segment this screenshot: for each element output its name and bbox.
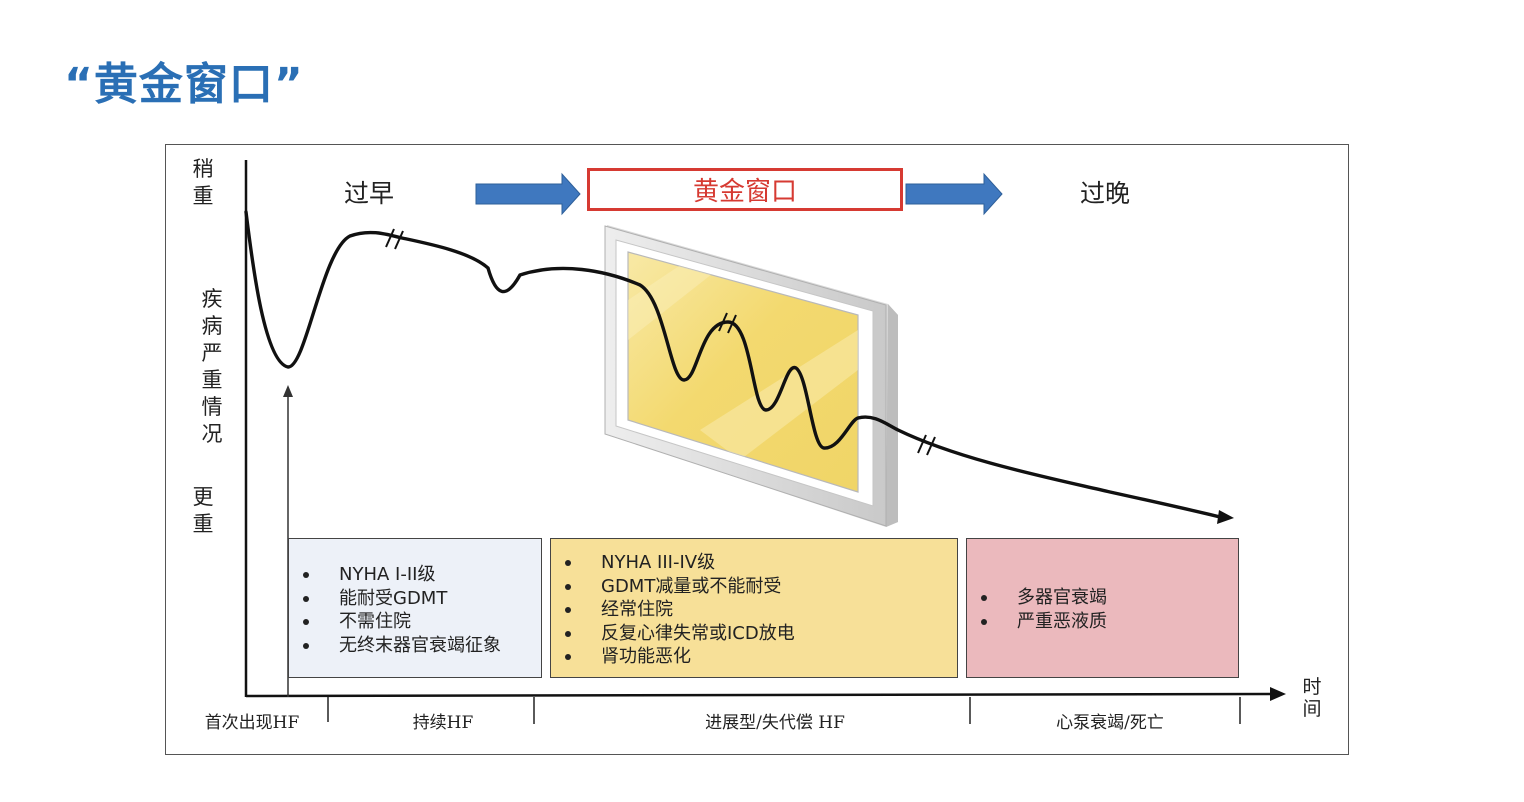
list-item: 经常住院 xyxy=(565,598,957,622)
list-item: 反复心律失常或ICD放电 xyxy=(565,622,957,646)
stage-early-label: 过早 xyxy=(344,179,395,208)
disease-course-curve-tail xyxy=(856,415,1222,519)
window-glass xyxy=(627,251,859,493)
phase-separators xyxy=(327,697,1241,724)
criteria-list: NYHA III-IV级 GDMT减量或不能耐受 经常住院 反复心律失常或ICD… xyxy=(565,551,957,669)
phase-label-first-hf: 首次出现HF xyxy=(204,713,300,733)
stage-arrow-icon xyxy=(475,172,581,216)
list-item: NYHA III-IV级 xyxy=(565,551,957,575)
disease-course-curve xyxy=(244,210,860,450)
list-item: 能耐受GDMT xyxy=(303,587,541,611)
list-item: NYHA I-II级 xyxy=(303,563,541,587)
x-axis-label: 时间 xyxy=(1302,676,1322,720)
golden-window-text: 黄金窗口 xyxy=(692,177,797,207)
first-hf-marker-arrow-icon xyxy=(283,385,293,397)
golden-window-criteria-box: NYHA III-IV级 GDMT减量或不能耐受 经常住院 反复心律失常或ICD… xyxy=(550,538,958,678)
list-item: 无终末器官衰竭征象 xyxy=(303,634,541,658)
list-item: 肾功能恶化 xyxy=(565,645,957,669)
phase-label-persistent-hf: 持续HF xyxy=(412,713,474,733)
criteria-list: 多器官衰竭 严重恶液质 xyxy=(981,586,1238,633)
phase-label-progressive-hf: 进展型/失代偿 HF xyxy=(705,713,845,733)
list-item: 多器官衰竭 xyxy=(981,586,1238,610)
list-item: 严重恶液质 xyxy=(981,610,1238,634)
stage-late-criteria-box: 多器官衰竭 严重恶液质 xyxy=(966,538,1239,678)
phase-label-pump-failure: 心泵衰竭/死亡 xyxy=(1056,713,1164,733)
stage-early-criteria-box: NYHA I-II级 能耐受GDMT 不需住院 无终末器官衰竭征象 xyxy=(288,538,542,678)
y-axis-top-label: 稍重 xyxy=(192,157,214,208)
golden-window-label: 黄金窗口 xyxy=(587,168,903,211)
stage-arrow-icon xyxy=(905,172,1003,216)
x-axis-arrow-icon xyxy=(1270,687,1286,701)
y-axis-bottom-label: 更重 xyxy=(192,485,214,536)
x-axis-line xyxy=(245,692,1273,698)
break-mark-icon xyxy=(385,228,936,456)
y-axis-middle-label: 疾病严重情况 xyxy=(201,287,223,446)
criteria-list: NYHA I-II级 能耐受GDMT 不需住院 无终末器官衰竭征象 xyxy=(303,563,541,657)
page-title: “黄金窗口” xyxy=(64,59,304,110)
list-item: 不需住院 xyxy=(303,610,541,634)
curve-arrow-icon xyxy=(1217,510,1234,524)
list-item: GDMT减量或不能耐受 xyxy=(565,575,957,599)
stage-late-label: 过晚 xyxy=(1080,179,1131,208)
